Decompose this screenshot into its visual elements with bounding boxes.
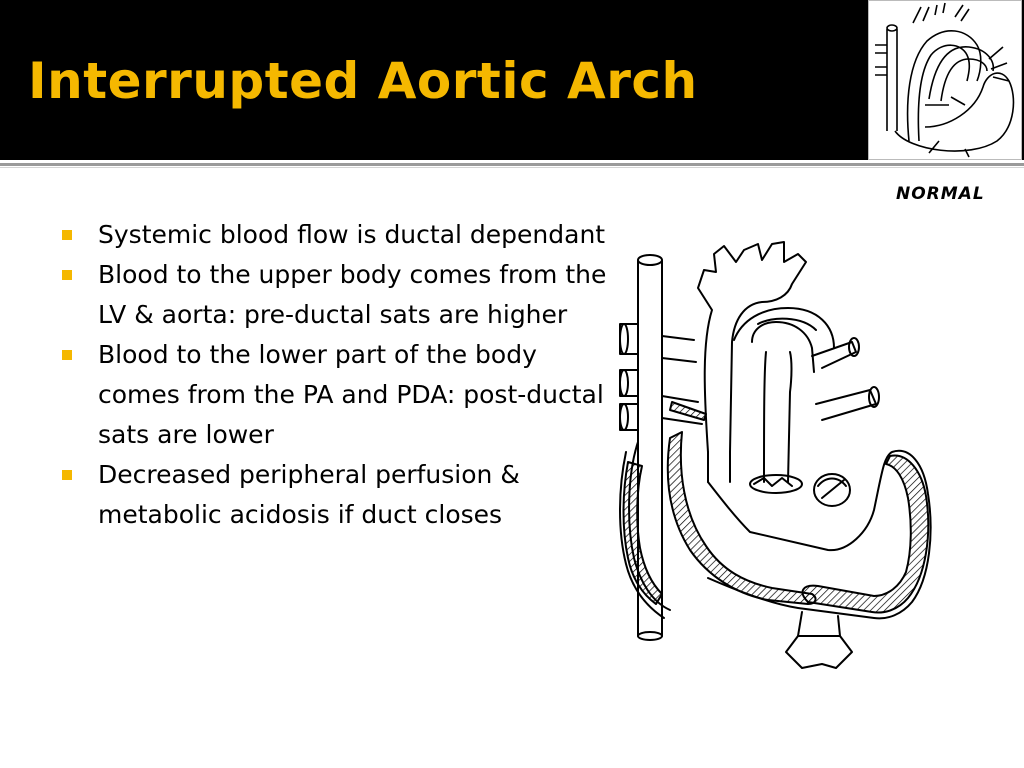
bullet-text: Systemic blood flow is ductal dependant	[98, 220, 606, 249]
square-bullet-icon	[62, 470, 72, 480]
heart-diagram-drawing	[619, 241, 932, 669]
square-bullet-icon	[62, 270, 72, 280]
square-bullet-icon	[62, 350, 72, 360]
bullet-item: Blood to the lower part of the body come…	[60, 335, 620, 455]
thumbnail-caption: NORMAL	[896, 184, 985, 204]
bullet-item: Systemic blood flow is ductal dependant	[60, 215, 620, 255]
bullet-list: Systemic blood flow is ductal dependant …	[60, 215, 620, 535]
bullet-text: Decreased peripheral perfusion & metabol…	[98, 460, 520, 529]
bullet-text: Blood to the upper body comes from the L…	[98, 260, 607, 329]
slide-title: Interrupted Aortic Arch	[28, 52, 698, 110]
header-divider-light	[0, 167, 1024, 168]
bullet-text: Blood to the lower part of the body come…	[98, 340, 604, 449]
normal-heart-thumbnail	[868, 0, 1022, 160]
bullet-item: Blood to the upper body comes from the L…	[60, 255, 620, 335]
interrupted-aortic-arch-heart-diagram	[612, 232, 974, 672]
title-bar: Interrupted Aortic Arch	[0, 0, 1024, 160]
normal-heart-thumbnail-drawing	[875, 2, 1015, 158]
header-divider	[0, 163, 1024, 166]
square-bullet-icon	[62, 230, 72, 240]
bullet-item: Decreased peripheral perfusion & metabol…	[60, 455, 620, 535]
